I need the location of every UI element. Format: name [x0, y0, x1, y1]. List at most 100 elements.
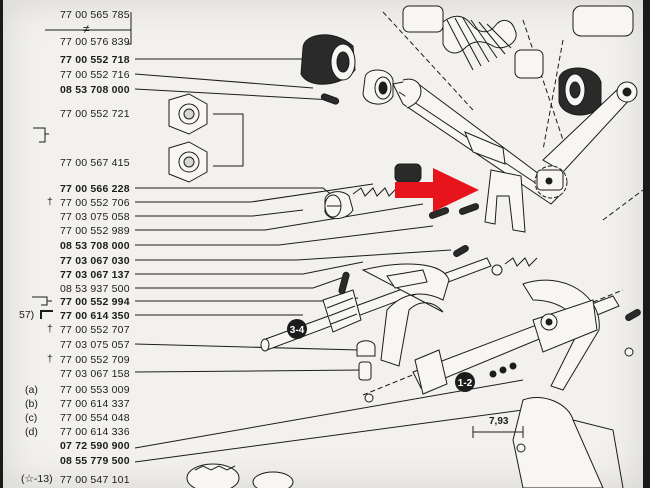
row-prefix: (☆-13) — [21, 473, 53, 485]
bracket-line — [213, 113, 244, 167]
part-number: 77 00 552 707 — [60, 324, 130, 336]
gear-callout-1-2: 1-2 — [455, 372, 475, 392]
part-number: 77 03 075 058 — [60, 211, 130, 223]
gear-callout-3-4: 3-4 — [287, 319, 307, 339]
part-number: 77 00 552 709 — [60, 354, 130, 366]
row-prefix: (a) — [25, 384, 38, 396]
detent-ball — [491, 264, 503, 276]
part-number: 07 72 590 900 — [60, 440, 130, 452]
leader-line — [134, 88, 334, 101]
detent-ball — [624, 347, 634, 357]
fork-symbol-icon — [33, 127, 49, 143]
part-number: 77 00 614 350 — [60, 310, 130, 322]
coil-spring — [442, 15, 517, 71]
bracket-line — [127, 12, 132, 45]
dagger-mark: † — [47, 196, 53, 208]
leader-line — [135, 183, 374, 203]
part-number: 77 00 614 336 — [60, 426, 130, 438]
roll-pin — [428, 207, 450, 219]
red-pointer-arrow-icon — [395, 168, 479, 212]
rubber-roller — [558, 67, 602, 116]
leader-line — [134, 369, 364, 373]
castle-nut — [168, 93, 208, 135]
castle-nut — [168, 141, 208, 183]
leader-line — [135, 225, 434, 246]
rubber-roller — [300, 34, 356, 85]
selector-finger — [464, 131, 526, 233]
leader-line — [134, 409, 524, 463]
leader-line — [135, 203, 424, 231]
dimension-label: 7,93 — [489, 416, 509, 427]
leader-line — [135, 275, 348, 289]
detent-spring — [352, 187, 398, 197]
part-number: 77 00 565 785 — [60, 9, 130, 21]
gear-callout-label: 3-4 — [290, 325, 305, 336]
dimension-tick — [472, 426, 524, 438]
leader-line — [134, 343, 360, 351]
bushing — [572, 5, 634, 37]
row-prefix: (d) — [25, 426, 38, 438]
part-number: 77 00 554 048 — [60, 412, 130, 424]
bushing — [402, 5, 444, 33]
bushing — [514, 49, 544, 79]
part-number: 08 53 708 000 — [60, 240, 130, 252]
row-prefix: 57) — [19, 309, 35, 321]
roll-pin — [458, 203, 480, 215]
part-number: 77 03 067 030 — [60, 255, 130, 267]
shift-fork-1-2 — [522, 279, 600, 391]
gear-callout-label: 1-2 — [458, 378, 473, 389]
part-number: 77 03 067 158 — [60, 368, 130, 380]
part-number: 08 55 779 500 — [60, 455, 130, 467]
exploded-view-drawing: 3-4 1-2 7,93 — [33, 5, 643, 488]
fork-symbol-icon — [39, 308, 57, 320]
fork-symbol-icon — [31, 294, 53, 306]
leader-line — [135, 187, 334, 197]
part-number: 77 00 552 994 — [60, 296, 130, 308]
gear-hub — [186, 463, 294, 488]
leader-line — [135, 249, 452, 261]
roll-pin — [625, 309, 641, 321]
part-number: 77 00 552 718 — [60, 54, 130, 66]
part-number: 08 53 708 000 — [60, 84, 130, 96]
threaded-plug — [324, 191, 354, 219]
shift-arm — [534, 81, 638, 199]
axis-line — [522, 19, 564, 141]
roll-pin — [453, 245, 469, 257]
roll-pin — [338, 271, 350, 295]
leader-line — [134, 73, 314, 89]
detent-spring — [504, 257, 538, 267]
part-number: 77 00 566 228 — [60, 183, 130, 195]
axis-line — [542, 39, 564, 151]
dagger-mark: † — [47, 323, 53, 335]
part-number: 77 00 552 989 — [60, 225, 130, 237]
part-number: 77 00 547 101 — [60, 474, 130, 486]
part-number: 77 00 552 716 — [60, 69, 130, 81]
part-number: 77 00 614 337 — [60, 398, 130, 410]
part-number: 77 00 552 721 — [60, 108, 130, 120]
roll-pin — [320, 93, 340, 105]
row-prefix: (c) — [25, 412, 38, 424]
washer — [516, 443, 526, 453]
part-number: 77 03 075 057 — [60, 339, 130, 351]
leader-line — [135, 261, 364, 275]
leader-line — [135, 209, 304, 217]
shift-fork-3-4 — [361, 263, 450, 367]
shaft-collar — [362, 69, 394, 105]
axis-line — [602, 189, 643, 221]
parts-diagram-sheet: 77 00 565 785 ≠ 77 00 576 839 77 00 552 … — [3, 0, 643, 488]
not-equal-mark: ≠ — [83, 22, 90, 36]
part-number: 08 53 937 500 — [60, 283, 130, 295]
row-prefix: (b) — [25, 398, 38, 410]
axis-line — [382, 11, 474, 111]
interlock-plunger — [356, 340, 376, 381]
part-number: 77 00 567 415 — [60, 157, 130, 169]
part-number: 77 00 553 009 — [60, 384, 130, 396]
reverse-fork — [512, 396, 624, 488]
part-number: 77 00 576 839 — [60, 36, 130, 48]
dagger-mark: † — [47, 353, 53, 365]
leader-line — [134, 379, 524, 449]
interlock-ball — [364, 393, 374, 403]
part-number: 77 00 552 706 — [60, 197, 130, 209]
detent-ball-holder — [394, 163, 422, 183]
part-number: 77 03 067 137 — [60, 269, 130, 281]
